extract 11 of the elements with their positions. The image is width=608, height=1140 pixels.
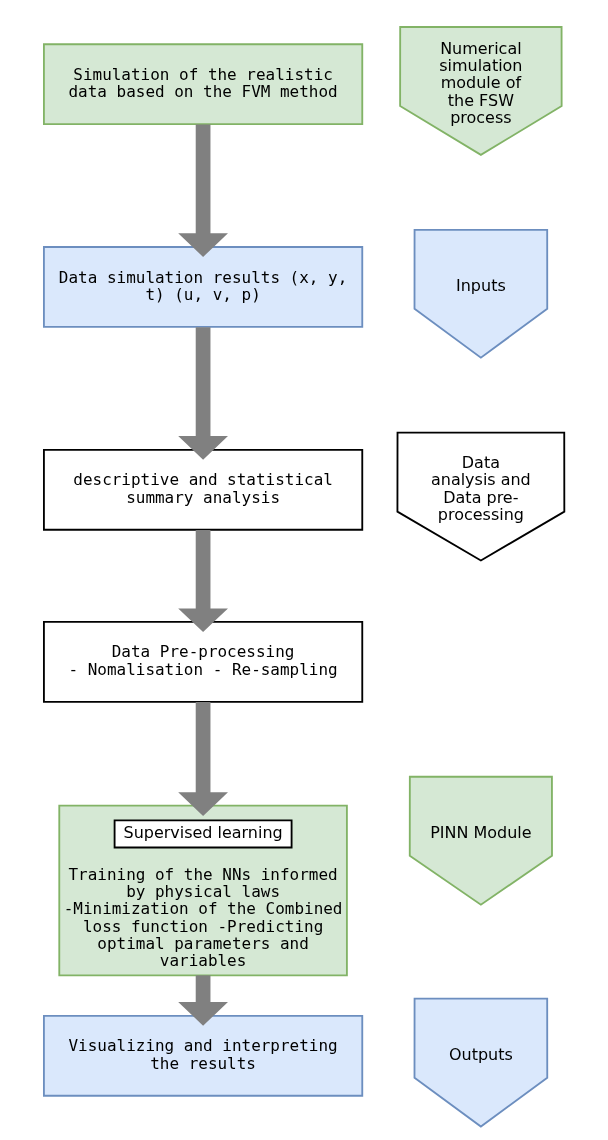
node-box: Simulation of the realistic data based on the FVM method	[43, 43, 364, 126]
node-box: Supervised learning	[113, 819, 293, 849]
arrow	[178, 124, 228, 257]
arrow	[178, 702, 228, 816]
node-box: descriptive and statistical summary analysis	[43, 448, 364, 531]
arrow	[178, 975, 228, 1026]
node-box: Visualizing and interpreting the results	[43, 1014, 364, 1097]
arrow	[178, 529, 228, 633]
node-box: Data simulation results (x, y, t) (u, v, p)	[43, 246, 364, 328]
arrow	[178, 327, 228, 460]
node-box: Data Pre-processing - Nomalisation - Re-sampling	[43, 621, 364, 703]
